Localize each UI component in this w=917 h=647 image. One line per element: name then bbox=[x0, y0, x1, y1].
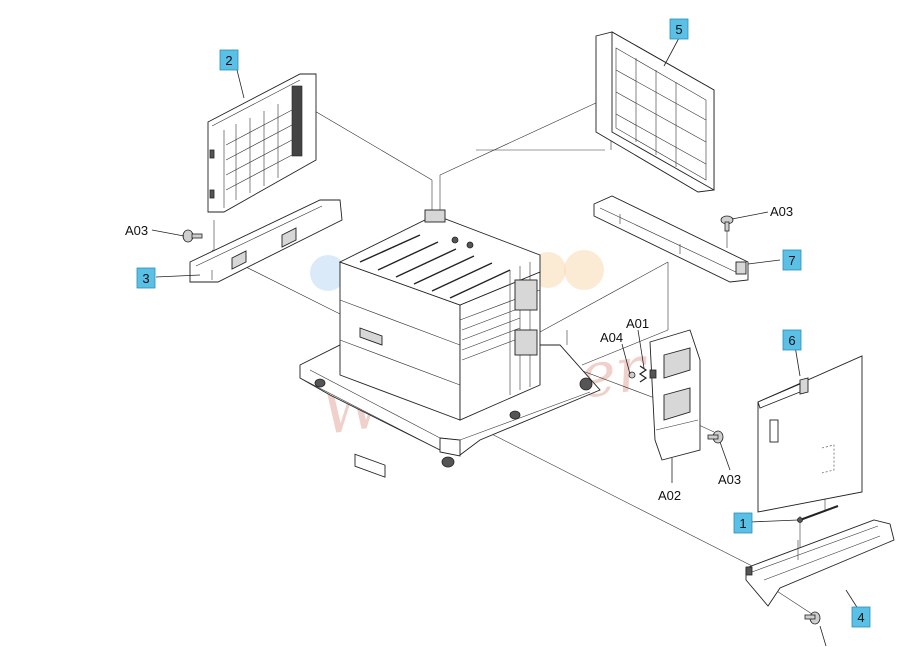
caster-base-front bbox=[439, 437, 461, 457]
ref-label-A01: A01 bbox=[626, 316, 649, 331]
part-4-right-cover bbox=[745, 519, 895, 607]
part-5-rear-door bbox=[595, 31, 715, 193]
screw-left bbox=[182, 229, 203, 243]
callout-4: 4 bbox=[851, 606, 871, 628]
callout-7-label: 7 bbox=[788, 253, 795, 268]
part-7-rear-lower-cover bbox=[593, 195, 749, 283]
part-3-left-cover bbox=[189, 199, 343, 283]
paper-feeder-assembly bbox=[299, 209, 601, 478]
caster-wheel-1 bbox=[441, 456, 455, 468]
callout-3-label: 3 bbox=[142, 271, 149, 286]
callout-3: 3 bbox=[136, 267, 156, 289]
spring-A01 bbox=[638, 365, 648, 383]
ref-label-A04: A04 bbox=[600, 330, 623, 345]
part-6-right-door bbox=[757, 355, 863, 513]
callout-5-label: 5 bbox=[675, 22, 682, 37]
ref-label-A03-upper-right: A03 bbox=[770, 204, 793, 219]
watermark-dot-blue-1 bbox=[310, 255, 346, 291]
feeder-body-top bbox=[338, 214, 541, 306]
part-A02-bracket bbox=[649, 329, 701, 461]
callout-6-label: 6 bbox=[788, 333, 795, 348]
callout-1-label: 1 bbox=[739, 516, 746, 531]
watermark-dot-orange-2 bbox=[564, 250, 604, 290]
screw-mid-right bbox=[707, 430, 724, 444]
leader-lines bbox=[151, 37, 861, 647]
caster-wheel-3 bbox=[509, 410, 521, 420]
screw-bottom-right bbox=[804, 611, 821, 625]
screws bbox=[182, 215, 821, 625]
callout-6: 6 bbox=[782, 329, 802, 351]
ref-label-A03-left: A03 bbox=[125, 223, 148, 238]
side-gear-block bbox=[514, 279, 538, 311]
top-bracket bbox=[424, 209, 446, 223]
screw-upper-right bbox=[720, 215, 734, 232]
callout-2: 2 bbox=[219, 49, 239, 71]
caster-wheel-4 bbox=[314, 378, 326, 388]
ref-label-A03-mid-right: A03 bbox=[718, 472, 741, 487]
callout-1: 1 bbox=[733, 512, 753, 534]
ref-label-A02: A02 bbox=[658, 488, 681, 503]
caster-wheel-2 bbox=[579, 377, 593, 391]
part-2-left-door bbox=[207, 73, 317, 213]
part-1-rod bbox=[797, 505, 839, 523]
callout-4-label: 4 bbox=[857, 610, 864, 625]
callout-2-label: 2 bbox=[225, 53, 232, 68]
tray-label-window bbox=[359, 327, 383, 346]
callout-5: 5 bbox=[669, 18, 689, 40]
callout-7: 7 bbox=[782, 249, 802, 271]
tray-handle bbox=[354, 453, 386, 478]
washer-A04 bbox=[628, 371, 636, 379]
